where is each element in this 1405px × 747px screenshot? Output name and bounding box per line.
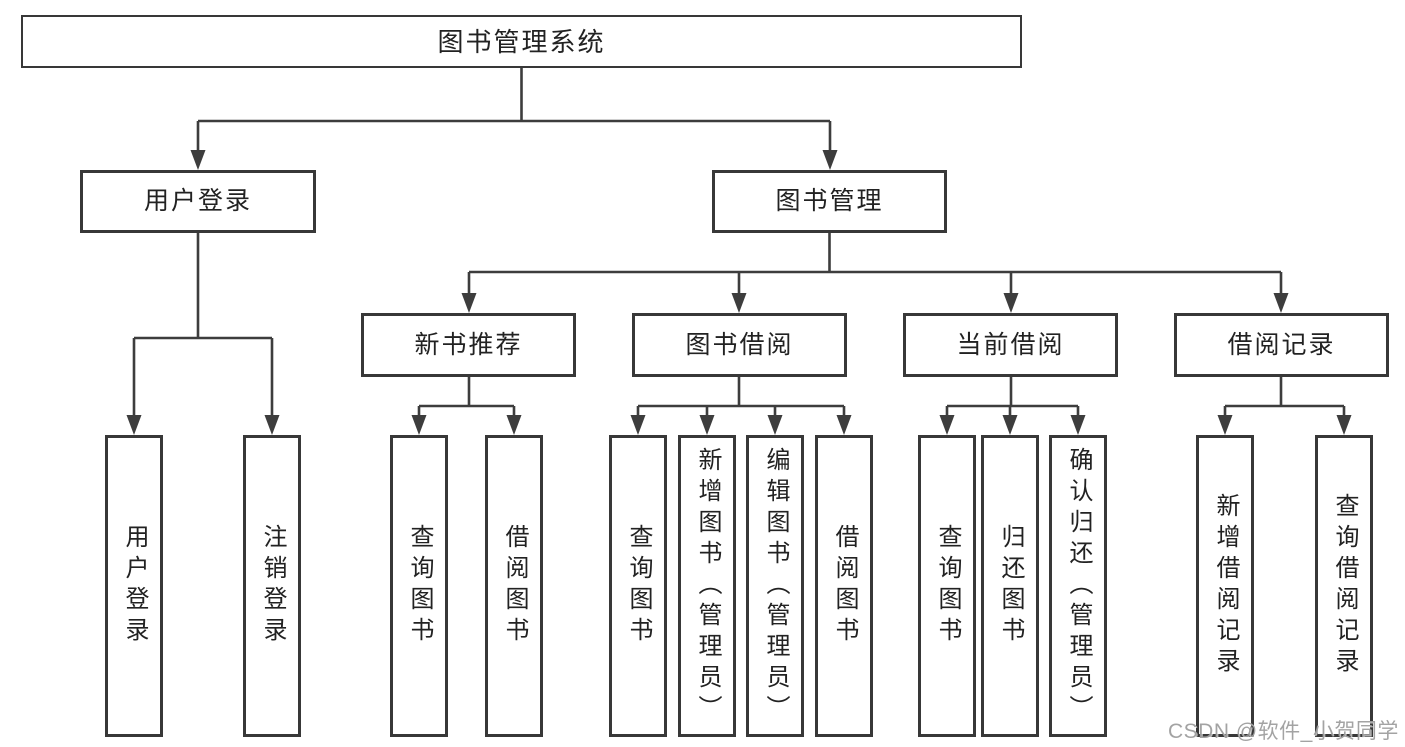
leaf-label: 查询借阅记录 [1331,493,1358,679]
leaf-label: 查询图书 [625,524,652,648]
node-user-login-module: 用户登录 [80,170,316,233]
node-book-borrowing: 图书借阅 [632,313,847,377]
leaf-add-borrow-record: 新增借阅记录 [1196,435,1254,737]
node-book-management-module: 图书管理 [712,170,947,233]
leaf-user-login: 用户登录 [105,435,163,737]
arrowheads [126,150,1352,435]
node-library-management-system: 图书管理系统 [21,15,1022,68]
leaf-label: 归还图书 [997,524,1024,648]
leaf-add-books-admin: 新增图书（管理员） [678,435,736,737]
leaf-label: 借阅图书 [831,524,858,648]
leaf-query-books-current: 查询图书 [918,435,976,737]
leaf-label: 借阅图书 [501,524,528,648]
leaf-label: 新增图书（管理员） [694,446,721,726]
leaf-borrow-books: 借阅图书 [815,435,873,737]
leaf-label: 查询图书 [406,524,433,648]
leaf-label: 确认归还（管理员） [1065,446,1092,726]
node-current-borrowing: 当前借阅 [903,313,1118,377]
leaf-label: 新增借阅记录 [1212,493,1239,679]
leaf-label: 编辑图书（管理员） [762,446,789,726]
leaf-label: 注销登录 [259,524,286,648]
leaf-confirm-return-admin: 确认归还（管理员） [1049,435,1107,737]
leaf-return-books: 归还图书 [981,435,1039,737]
leaf-label: 用户登录 [121,524,148,648]
leaf-query-borrow-record: 查询借阅记录 [1315,435,1373,737]
leaf-edit-books-admin: 编辑图书（管理员） [746,435,804,737]
leaf-borrow-books-recommend: 借阅图书 [485,435,543,737]
leaf-query-books-recommend: 查询图书 [390,435,448,737]
leaf-logout: 注销登录 [243,435,301,737]
node-borrowing-records: 借阅记录 [1174,313,1389,377]
leaf-query-books-borrow: 查询图书 [609,435,667,737]
node-new-book-recommendation: 新书推荐 [361,313,576,377]
csdn-watermark: CSDN @软件_小贺同学 [1168,720,1399,743]
leaf-label: 查询图书 [934,524,961,648]
